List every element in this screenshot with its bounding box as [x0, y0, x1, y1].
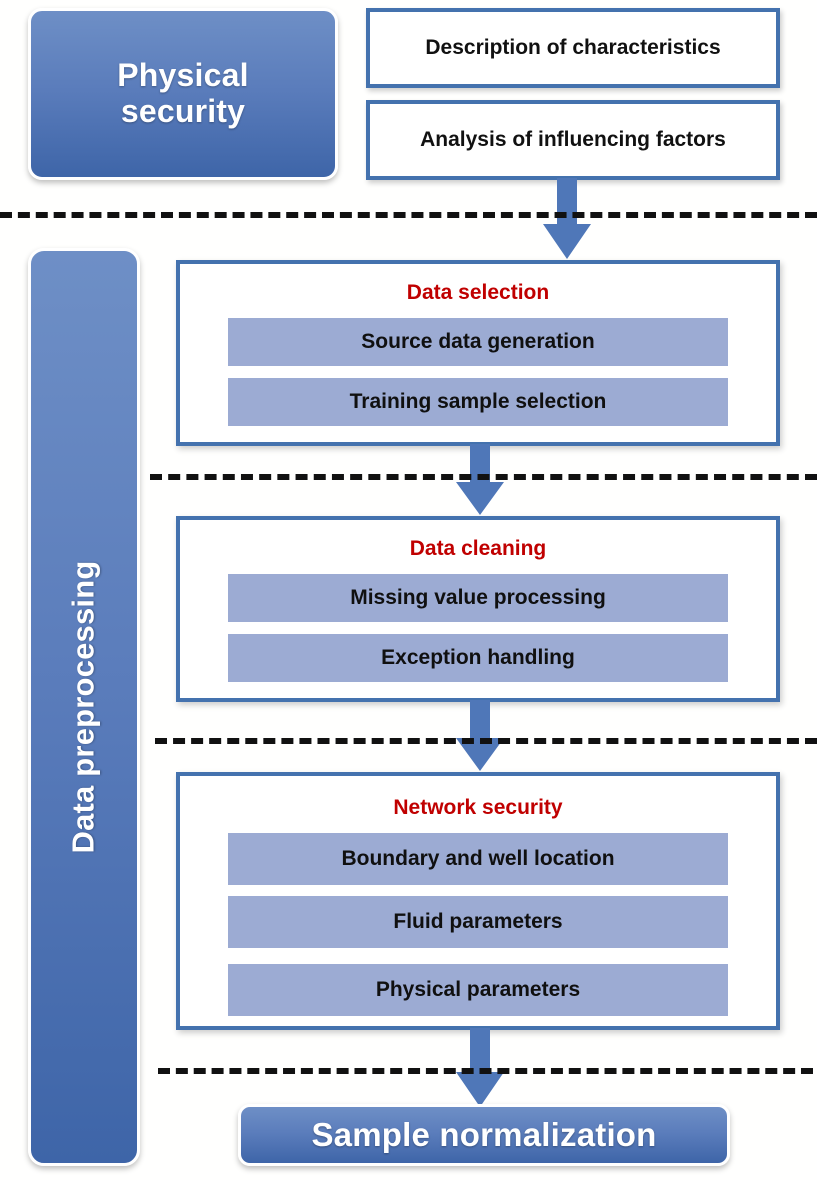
sample-normalization-box[interactable]: Sample normalization	[238, 1104, 730, 1166]
section-data-selection-title: Data selection	[406, 281, 550, 304]
arrow-3	[455, 700, 505, 772]
data-preprocessing-stage-label: Data preprocessing	[66, 560, 101, 854]
separator-2	[150, 474, 817, 480]
description-of-characteristics-box[interactable]: Description of characteristics	[366, 8, 780, 88]
physical-security-stage-label-line1: Physical	[117, 57, 249, 94]
section-network-security: Network security Boundary and well locat…	[176, 772, 780, 1030]
subitem-fluid-parameters-label: Fluid parameters	[393, 910, 563, 933]
subitem-physical-parameters-label: Physical parameters	[375, 978, 581, 1001]
physical-security-stage-label-line2: security	[120, 93, 246, 129]
arrow-4	[455, 1028, 505, 1108]
subitem-missing-value-processing-label: Missing value processing	[350, 586, 606, 609]
section-data-cleaning: Data cleaning Missing value processing E…	[176, 516, 780, 702]
physical-security-stage[interactable]: Physical security	[28, 8, 338, 180]
subitem-missing-value-processing[interactable]: Missing value processing	[228, 574, 728, 622]
subitem-training-sample-selection[interactable]: Training sample selection	[228, 378, 728, 426]
subitem-boundary-and-well-location-label: Boundary and well location	[341, 847, 615, 870]
subitem-fluid-parameters[interactable]: Fluid parameters	[228, 896, 728, 948]
analysis-of-influencing-factors-box[interactable]: Analysis of influencing factors	[366, 100, 780, 180]
subitem-training-sample-selection-label: Training sample selection	[349, 390, 607, 413]
separator-3	[155, 738, 817, 744]
data-preprocessing-stage[interactable]: Data preprocessing	[28, 248, 140, 1166]
subitem-exception-handling-label: Exception handling	[381, 646, 575, 669]
description-of-characteristics-label: Description of characteristics	[425, 36, 721, 59]
separator-4	[158, 1068, 813, 1074]
separator-1	[0, 212, 817, 218]
sample-normalization-label: Sample normalization	[311, 1116, 657, 1153]
subitem-exception-handling[interactable]: Exception handling	[228, 634, 728, 682]
subitem-source-data-generation-label: Source data generation	[361, 330, 595, 353]
section-data-cleaning-title: Data cleaning	[409, 537, 547, 560]
section-network-security-title: Network security	[393, 796, 563, 819]
analysis-of-influencing-factors-label: Analysis of influencing factors	[420, 128, 726, 151]
arrow-1	[542, 178, 592, 260]
subitem-source-data-generation[interactable]: Source data generation	[228, 318, 728, 366]
arrow-2	[455, 444, 505, 516]
section-data-selection: Data selection Source data generation Tr…	[176, 260, 780, 446]
subitem-boundary-and-well-location[interactable]: Boundary and well location	[228, 833, 728, 885]
physical-security-stage-label: Physical security	[117, 57, 249, 130]
subitem-physical-parameters[interactable]: Physical parameters	[228, 964, 728, 1016]
